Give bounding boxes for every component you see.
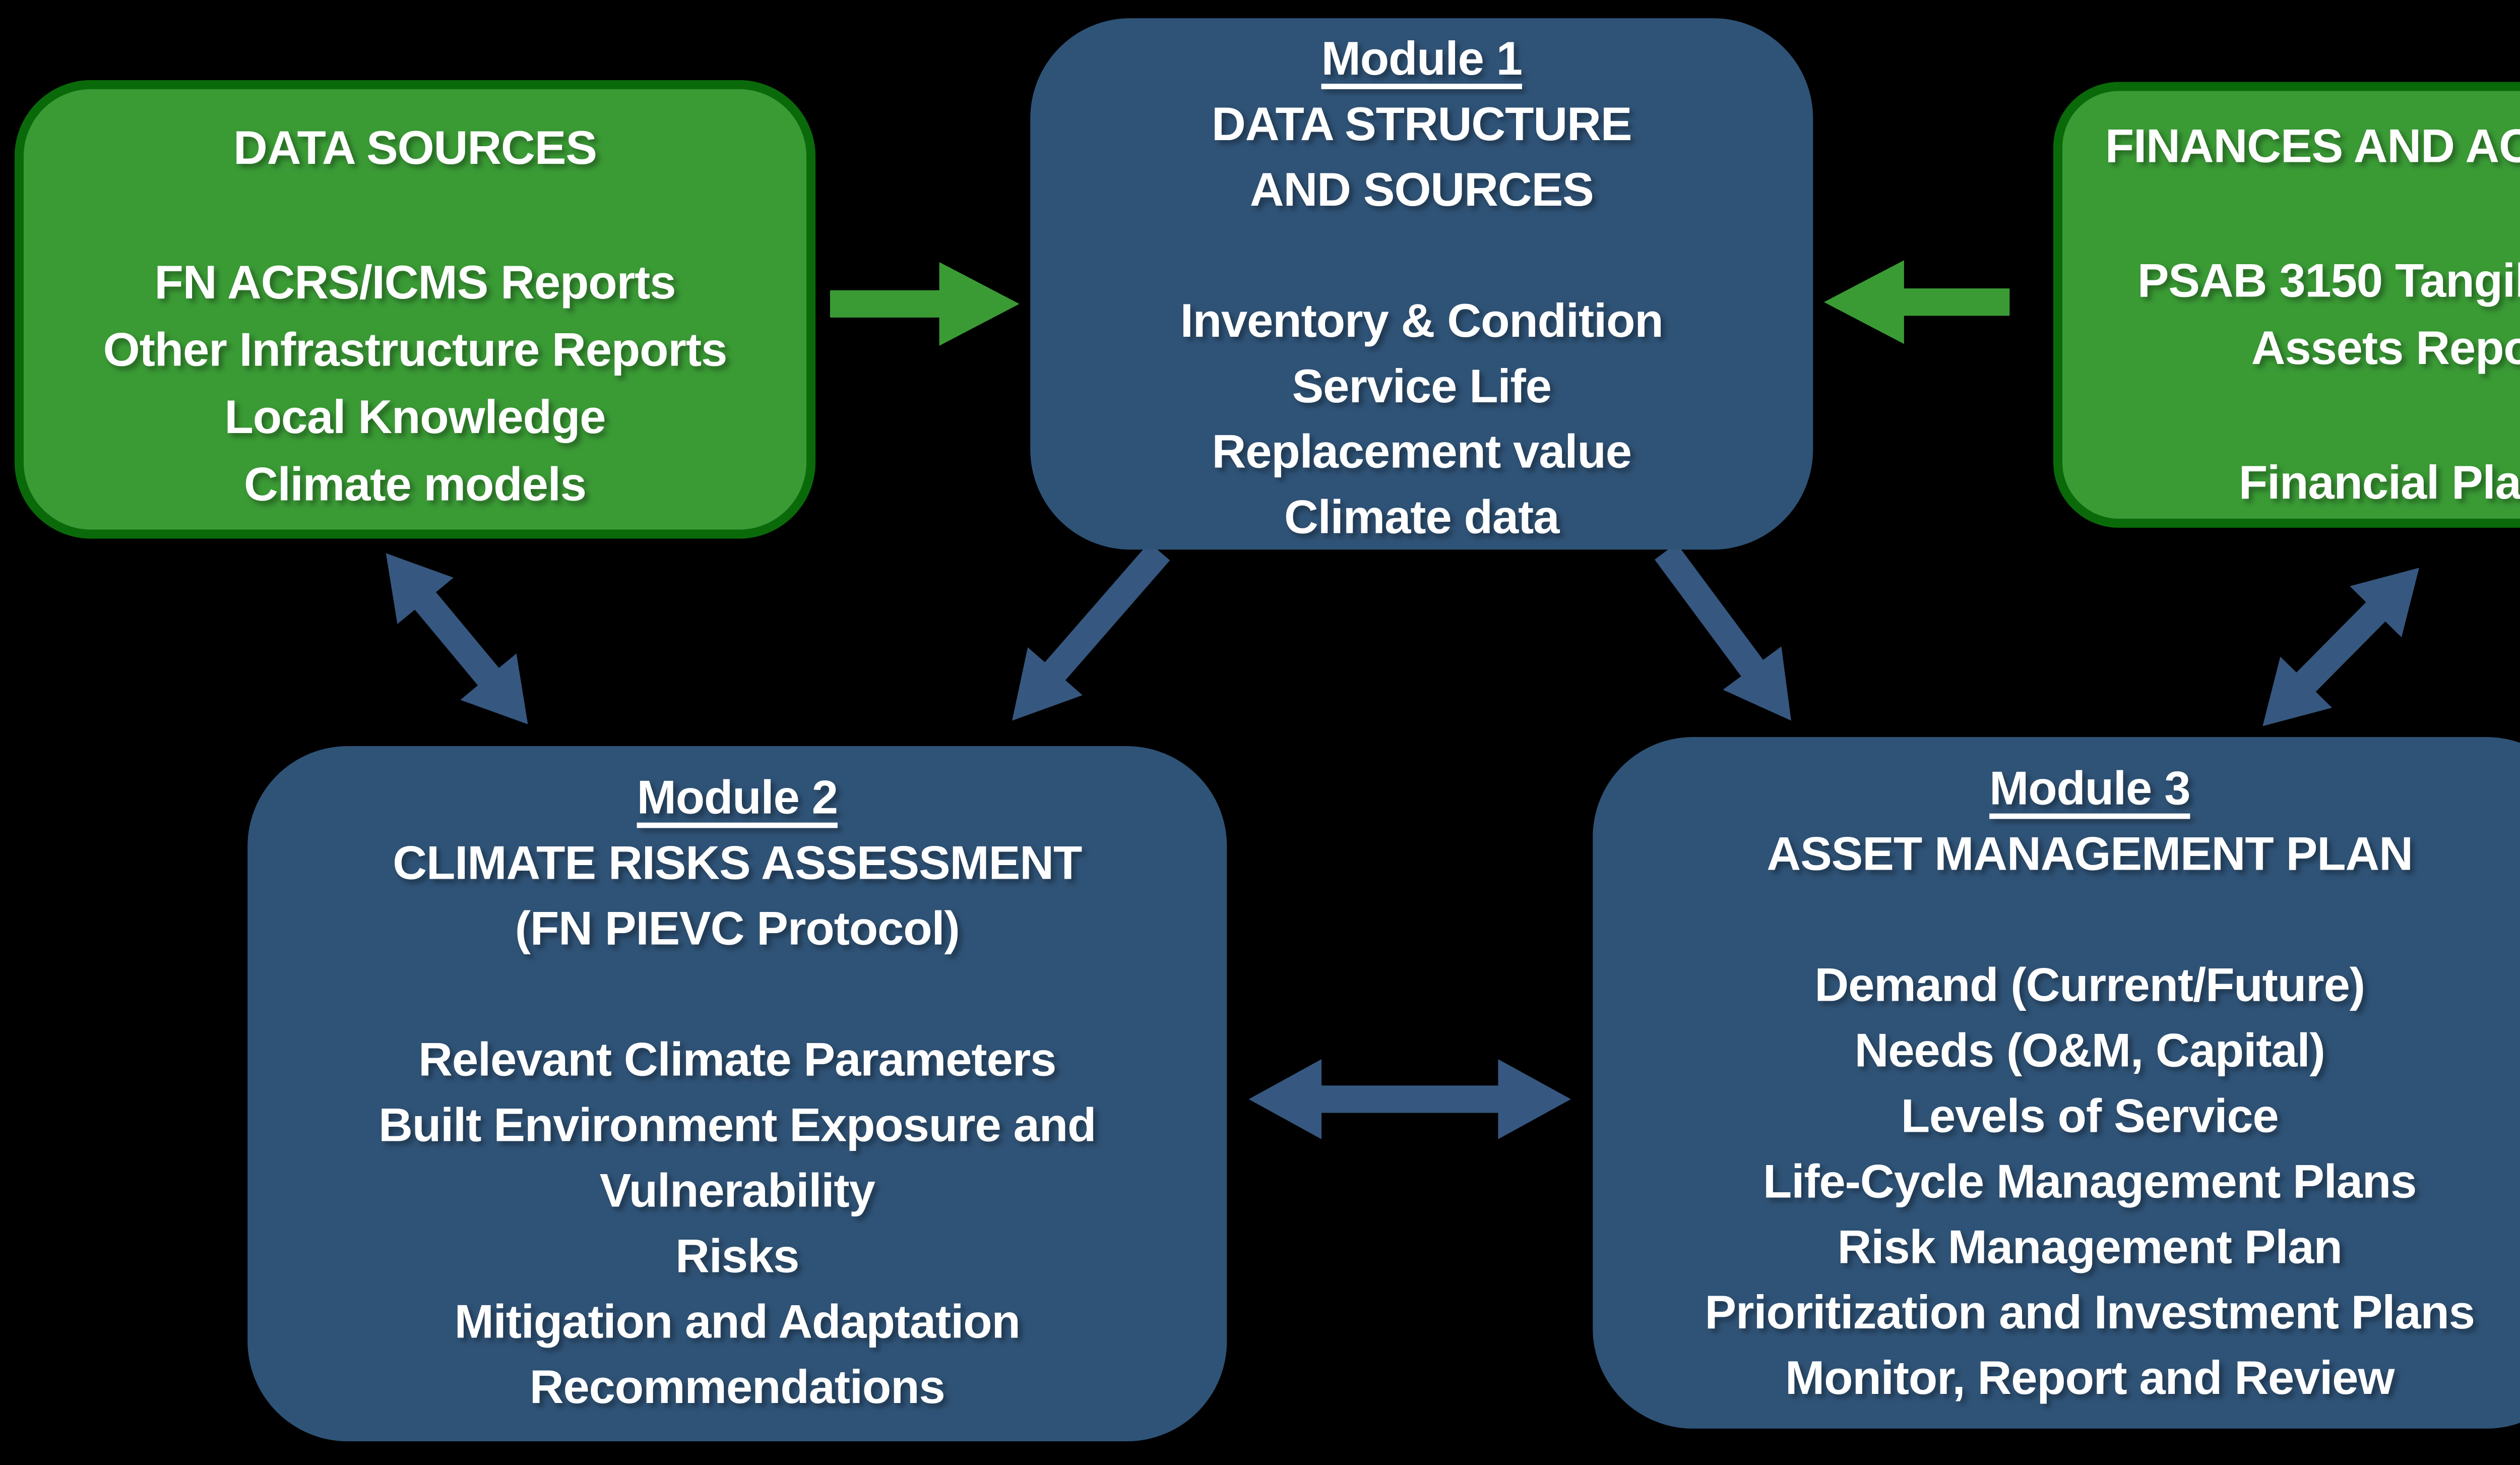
module3-heading: Module 3 <box>1989 760 2190 816</box>
text-line: Recommendations <box>529 1359 946 1414</box>
data-sources-title: DATA SOURCES <box>233 120 597 175</box>
text-line: CLIMATE RISKS ASSESSMENT <box>393 835 1082 890</box>
arrow-module3-finances <box>2262 568 2419 726</box>
text-line: Local Knowledge <box>224 389 606 444</box>
text-line <box>1180 222 1663 287</box>
text-line: Climate models <box>243 457 587 512</box>
text-line: Life-Cycle Management Plans <box>1763 1153 2417 1208</box>
text-line <box>2137 382 2520 450</box>
text-line: Prioritization and Investment Plans <box>1705 1285 2475 1339</box>
text-line: Financial Planning <box>2238 455 2520 510</box>
module3-lines: ASSET MANAGEMENT PLAN Demand (Current/Fu… <box>1705 821 2475 1411</box>
text-line: Built Environment Exposure and <box>379 1097 1096 1152</box>
text-line: Inventory & Condition <box>1180 293 1664 348</box>
arrow-finances-to-module1 <box>1823 260 2010 344</box>
arrow-module1-to-module3 <box>1655 543 1791 721</box>
finances-box: FINANCES AND ACCOUNTING PSAB 3150 Tangib… <box>2053 82 2520 528</box>
module3-box: Module 3 ASSET MANAGEMENT PLAN Demand (C… <box>1593 737 2520 1429</box>
text-line: Risks <box>675 1228 799 1283</box>
text-line: Relevant Climate Parameters <box>418 1031 1056 1087</box>
text-line: Risk Management Plan <box>1837 1219 2343 1274</box>
text-line: Other Infrastructure Reports <box>103 322 728 377</box>
arrow-module1-to-module2 <box>1012 542 1170 721</box>
text-line: Levels of Service <box>1901 1088 2279 1143</box>
text-line: Assets Reporting <box>2251 320 2520 375</box>
finances-title: FINANCES AND ACCOUNTING <box>2105 118 2520 173</box>
arrow-data-sources-module2 <box>386 553 528 724</box>
arrow-module2-module3 <box>1248 1059 1571 1139</box>
text-line: PSAB 3150 Tangible Capital <box>2137 253 2520 308</box>
finances-lines: PSAB 3150 Tangible CapitalAssets Reporti… <box>2137 180 2520 517</box>
text-line: Needs (O&M, Capital) <box>1854 1022 2325 1078</box>
text-line: Climate data <box>1284 490 1560 544</box>
text-line: Monitor, Report and Review <box>1785 1350 2395 1405</box>
text-line: AND SOURCES <box>1249 162 1594 217</box>
arrow-data-sources-to-module1 <box>830 262 1020 346</box>
text-line <box>103 182 727 250</box>
text-line: Demand (Current/Future) <box>1814 957 2365 1012</box>
text-line <box>379 961 1096 1026</box>
text-line <box>1705 886 2474 952</box>
module2-heading: Module 2 <box>637 769 838 825</box>
text-line: Mitigation and Adaptation <box>454 1294 1021 1349</box>
module2-lines: CLIMATE RISKS ASSESSMENT (FN PIEVC Protoc… <box>379 830 1096 1420</box>
text-line <box>2137 180 2520 248</box>
module1-lines: DATA STRUCTURE AND SOURCES Inventory & Co… <box>1180 91 1664 550</box>
text-line: ASSET MANAGEMENT PLAN <box>1767 826 2413 881</box>
text-line: (FN PIEVC Protocol) <box>515 900 960 956</box>
module2-box: Module 2 CLIMATE RISKS ASSESSMENT (FN PIE… <box>247 746 1227 1442</box>
text-line: Service Life <box>1292 358 1552 413</box>
text-line: FN ACRS/ICMS Reports <box>154 255 676 310</box>
module1-heading: Module 1 <box>1321 31 1523 86</box>
text-line: Replacement value <box>1212 424 1632 479</box>
text-line: DATA STRUCTURE <box>1212 96 1632 151</box>
module1-box: Module 1 DATA STRUCTURE AND SOURCES Inven… <box>1030 18 1813 550</box>
text-line: Vulnerability <box>599 1163 875 1218</box>
